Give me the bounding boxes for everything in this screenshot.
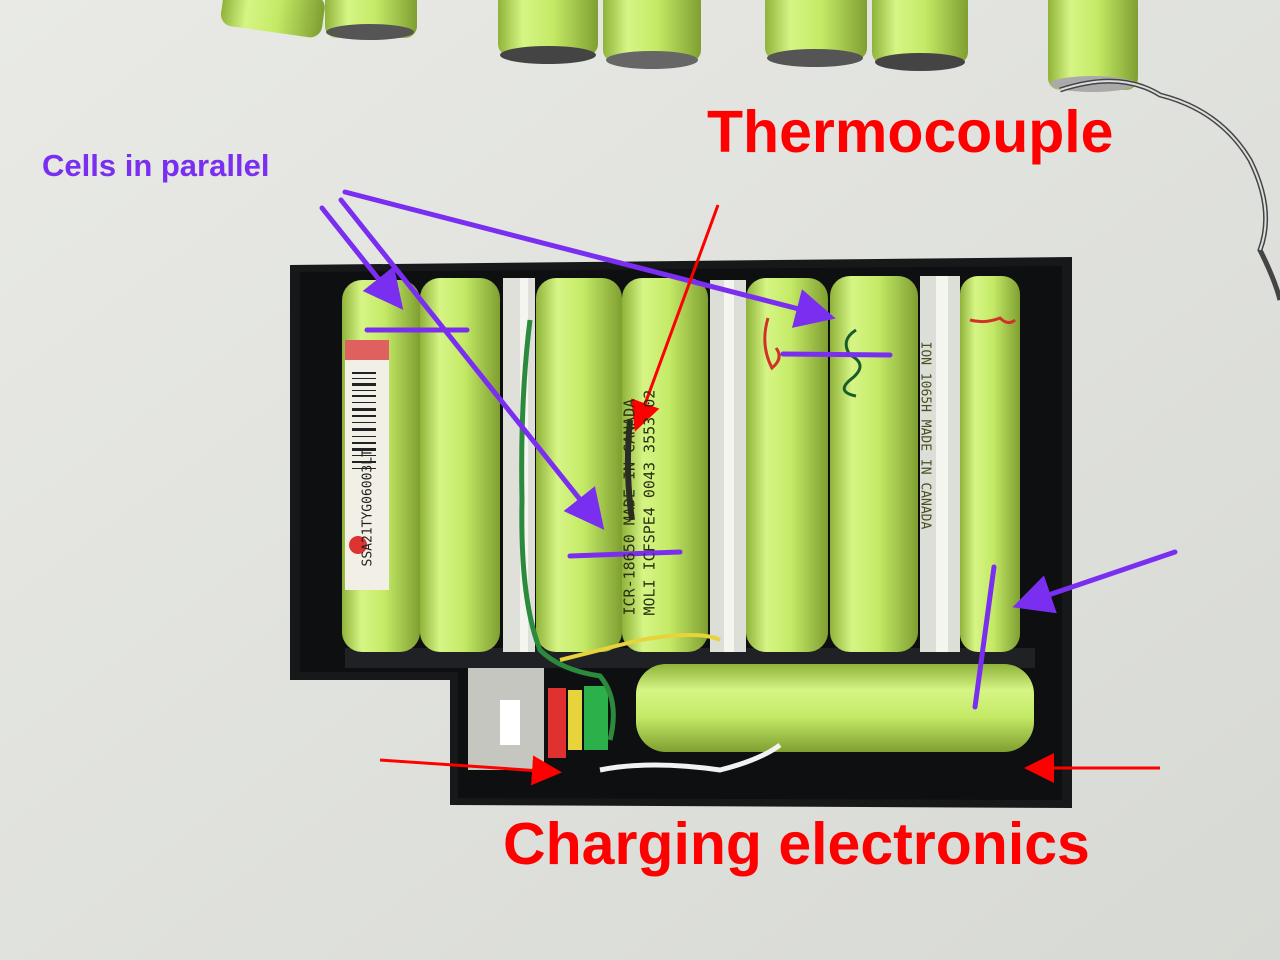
cell-print-line1: MOLI ICFSPE4 0043 3553 02 — [640, 389, 659, 616]
barcode-sticker-text: SSA21TYG06003LT — [360, 449, 376, 567]
horizontal-cell — [636, 664, 1034, 752]
cell-print-line2: ICR-18650 MADE IN CANADA — [620, 398, 639, 616]
thermocouple-label: Thermocouple — [707, 99, 1114, 165]
marker-notes — [763, 316, 1016, 398]
vertical-cells — [342, 276, 1020, 652]
cells-in-parallel-annotations — [319, 189, 1178, 710]
charging-circuit-wires — [468, 319, 782, 773]
cells-in-parallel-label: Cells in parallel — [42, 148, 270, 183]
right-cell-print: ION 1065H MADE IN CANADA — [917, 341, 933, 530]
red-annotation-arrows — [379, 204, 1160, 786]
loose-cells — [220, 0, 1280, 301]
charging-electronics-label: Charging electronics — [503, 811, 1090, 877]
